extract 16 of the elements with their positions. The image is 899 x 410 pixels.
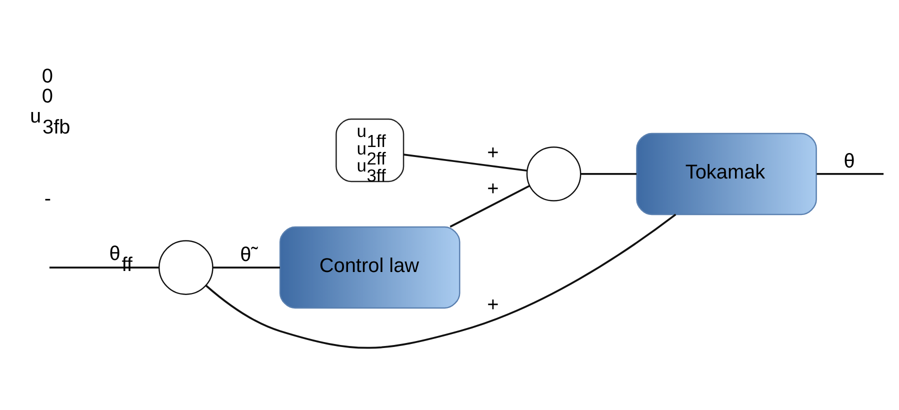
connector [205, 213, 676, 348]
node-box: Tokamak [636, 132, 817, 215]
connector [580, 172, 637, 174]
connector [816, 172, 884, 174]
edge-label: θ [844, 150, 855, 172]
node-circle [526, 146, 582, 201]
edge-label: + [487, 177, 499, 200]
node-box: Control law [279, 226, 460, 308]
node-circle [158, 240, 214, 294]
connector [212, 266, 280, 268]
label: - [44, 187, 52, 210]
edge-label: + [487, 141, 499, 164]
edge-label: + [487, 293, 499, 316]
connector [49, 266, 159, 268]
connector [403, 153, 527, 172]
connector [450, 184, 530, 228]
